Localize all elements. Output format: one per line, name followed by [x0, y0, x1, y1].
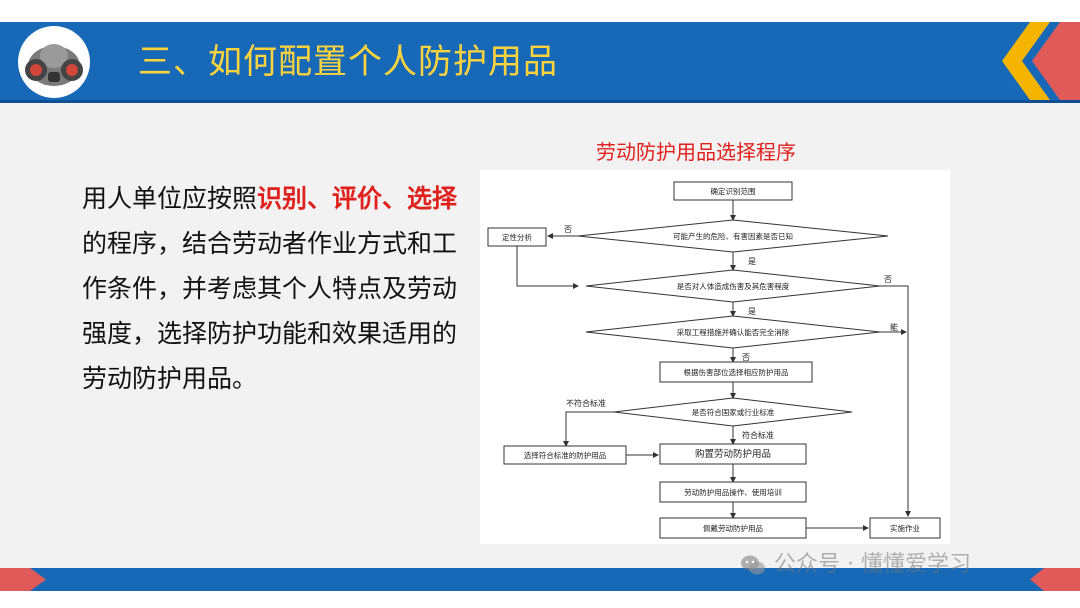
node-wear-text: 佩戴劳动防护用品 — [703, 523, 763, 533]
node-select-by-part-text: 根据伤害部位选择相应防护用品 — [684, 367, 789, 377]
node-select-compliant-text: 选择符合标准的防护用品 — [524, 450, 607, 460]
node-injury-text: 是否对人体造成伤害及其危害程度 — [677, 281, 790, 291]
label-yes-2: 是 — [748, 307, 756, 316]
label-noncompliant: 不符合标准 — [566, 398, 606, 408]
body-text-highlight: 识别、评价、选择 — [257, 184, 457, 213]
label-can: 能 — [890, 322, 898, 332]
body-paragraph: 用人单位应按照识别、评价、选择的程序，结合劳动者作业方式和工作条件，并考虑其个人… — [82, 176, 462, 401]
node-training-text: 劳动防护用品操作、使用培训 — [684, 487, 782, 497]
node-hazard-text: 可能产生的危险、有害因素是否已知 — [673, 231, 793, 241]
respirator-mask-icon — [18, 26, 90, 98]
body-text-intro: 用人单位应按照 — [82, 184, 257, 213]
footer-band — [0, 591, 1080, 608]
node-scope-text: 确定识别范围 — [711, 186, 756, 196]
footer-right-chevron — [1030, 568, 1080, 591]
page-title: 三、如何配置个人防护用品 — [138, 38, 558, 86]
node-standard-text: 是否符合国家或行业标准 — [692, 407, 775, 417]
wechat-icon — [740, 554, 766, 576]
node-engineering-text: 采取工程措施并确认能否完全消除 — [677, 327, 790, 337]
body-text-rest: 的程序，结合劳动者作业方式和工作条件，并考虑其个人特点及劳动强度，选择防护功能和… — [82, 229, 457, 393]
watermark: 公众号 · 懂懂爱学习 — [740, 548, 971, 582]
node-qualitative-text: 定性分析 — [502, 232, 532, 242]
top-band — [0, 0, 1080, 22]
footer-left-chevron — [0, 568, 48, 591]
watermark-text: 公众号 · 懂懂爱学习 — [774, 548, 971, 582]
header-stripe — [0, 100, 1080, 103]
label-yes-1: 是 — [748, 257, 756, 266]
label-no-1: 否 — [564, 225, 572, 234]
label-no-2: 否 — [884, 275, 892, 284]
flowchart: 确定识别范围 可能产生的危险、有害因素是否已知 定性分析 是否对人体造成伤害及其… — [480, 170, 950, 544]
node-purchase-text: 购置劳动防护用品 — [695, 448, 771, 460]
flowchart-panel: 确定识别范围 可能产生的危险、有害因素是否已知 定性分析 是否对人体造成伤害及其… — [480, 170, 950, 544]
node-work-text: 实施作业 — [890, 523, 920, 533]
flowchart-title: 劳动防护用品选择程序 — [596, 136, 796, 165]
label-no-3: 否 — [742, 353, 750, 362]
label-compliant: 符合标准 — [742, 430, 774, 440]
header-chevron-decoration — [1000, 22, 1080, 100]
